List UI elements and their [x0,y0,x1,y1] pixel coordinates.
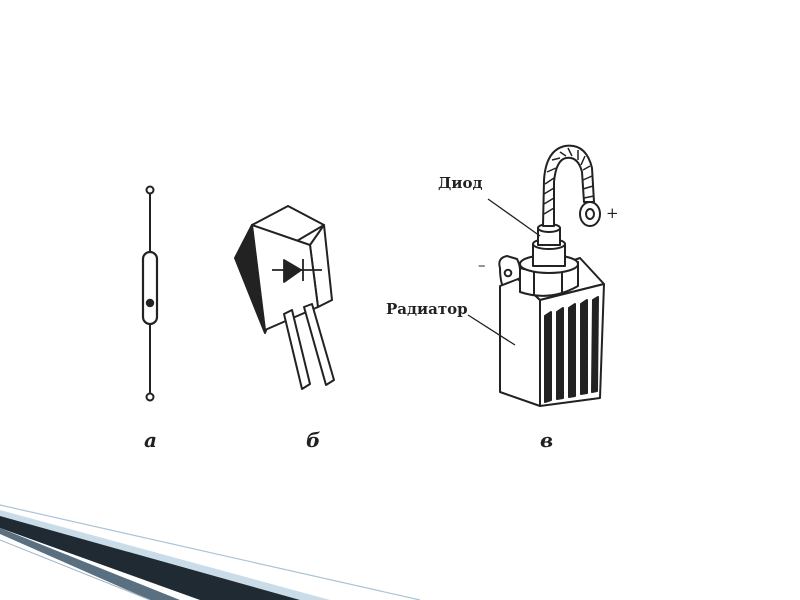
caption-b: б [306,428,321,452]
decorative-stripes [0,504,421,600]
radiator-body [499,278,541,407]
diode-package-leads [283,303,335,390]
label-diode: Диод [438,174,483,192]
diode-package [234,205,335,390]
diode-stud-nut [519,223,579,297]
diode-braided-lead [542,144,595,227]
label-plus: + [606,204,619,222]
label-radiator: Радиатор [386,300,468,318]
radiator-fins [544,296,599,403]
diode-axial [141,185,159,402]
caption-a: а [144,428,157,452]
ring-terminal-icon [579,201,601,227]
diode-symbol-icon [272,259,322,283]
caption-v: в [540,428,554,452]
diode-with-radiator [467,144,605,407]
label-minus: – [478,256,486,274]
